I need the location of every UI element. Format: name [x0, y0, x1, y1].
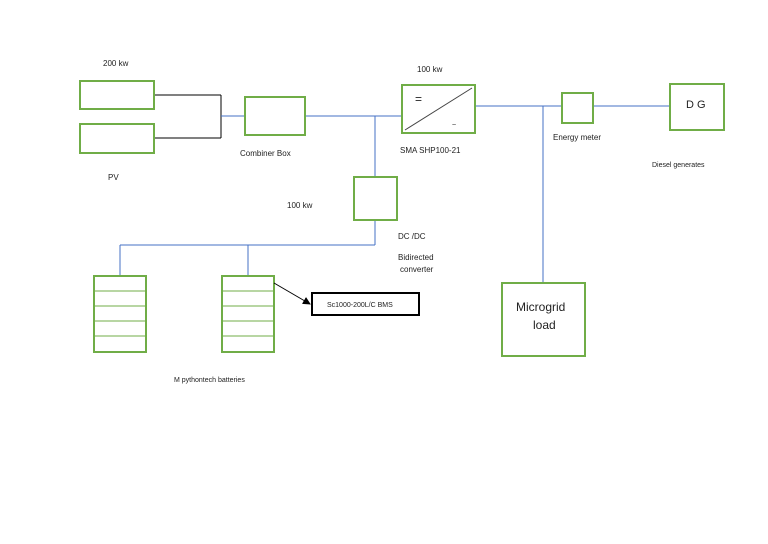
- pv-panel-1: [79, 80, 155, 110]
- pv-panel-2: [79, 123, 155, 154]
- batteries-label: M pythontech batteries: [174, 377, 245, 384]
- bms-label: Sc1000-200L/C BMS: [327, 302, 393, 309]
- microgrid-label-line1: Microgrid: [516, 300, 565, 314]
- energy-meter-label: Energy meter: [553, 133, 601, 142]
- combiner-box-label: Combiner Box: [240, 149, 291, 158]
- bms-arrow: [273, 282, 311, 305]
- inverter-dc-symbol: =: [415, 92, 422, 106]
- dcdc-label-line2: Bidirected: [398, 253, 434, 262]
- energy-meter-box: [561, 92, 594, 124]
- combiner-box: [244, 96, 306, 136]
- diesel-generator-label: Diesel generates: [652, 162, 705, 169]
- inverter: = ~: [401, 84, 476, 134]
- battery-2: [221, 275, 275, 353]
- inverter-ac-symbol: ~: [452, 122, 456, 129]
- dcdc-label-line3: converter: [400, 265, 434, 274]
- dcdc-rating-label: 100 kw: [287, 201, 313, 210]
- pv-label: PV: [108, 173, 119, 182]
- pv-wires: [154, 94, 222, 139]
- inverter-rating-label: 100 kw: [417, 65, 443, 74]
- bms-box: Sc1000-200L/C BMS: [311, 292, 420, 316]
- blue-wires: [119, 105, 670, 283]
- microgrid-label-line2: load: [533, 318, 556, 332]
- dcdc-converter-box: [353, 176, 398, 221]
- dg-label: D G: [686, 99, 706, 111]
- diesel-generator: D G: [669, 83, 725, 131]
- dcdc-label-line1: DC /DC: [398, 232, 426, 241]
- pv-rating-label: 200 kw: [103, 59, 129, 68]
- inverter-model-label: SMA SHP100-21: [400, 146, 461, 155]
- microgrid-load: Microgrid load: [501, 282, 586, 357]
- battery-1: [93, 275, 147, 353]
